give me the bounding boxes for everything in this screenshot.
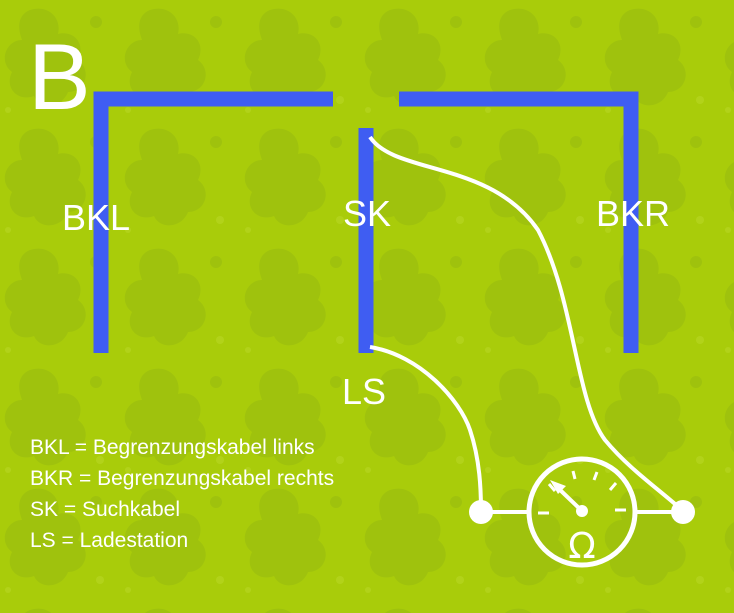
legend-item-bkr: BKR = Begrenzungskabel rechts [30,467,335,490]
wire-search-to-meter [368,135,685,513]
legend-item-sk: SK = Suchkabel [30,498,181,521]
ohmmeter-icon: Ω [526,456,638,568]
terminal-left [469,500,493,524]
label-sk: SK [343,193,392,234]
label-ls: LS [342,371,387,412]
legend-item-ls: LS = Ladestation [30,529,189,552]
legend: BKL = Begrenzungskabel links BKR = Begre… [30,437,334,561]
legend-item-bkl: BKL = Begrenzungskabel links [30,436,315,459]
diagram-letter: B [28,24,91,129]
boundary-cable-right [399,91,639,353]
label-bkr: BKR [596,193,671,234]
ohm-symbol: Ω [568,526,596,567]
wire-station-to-meter [369,345,483,512]
label-bkl: BKL [62,197,131,238]
terminal-right [671,500,695,524]
boundary-cable-left [93,91,333,353]
